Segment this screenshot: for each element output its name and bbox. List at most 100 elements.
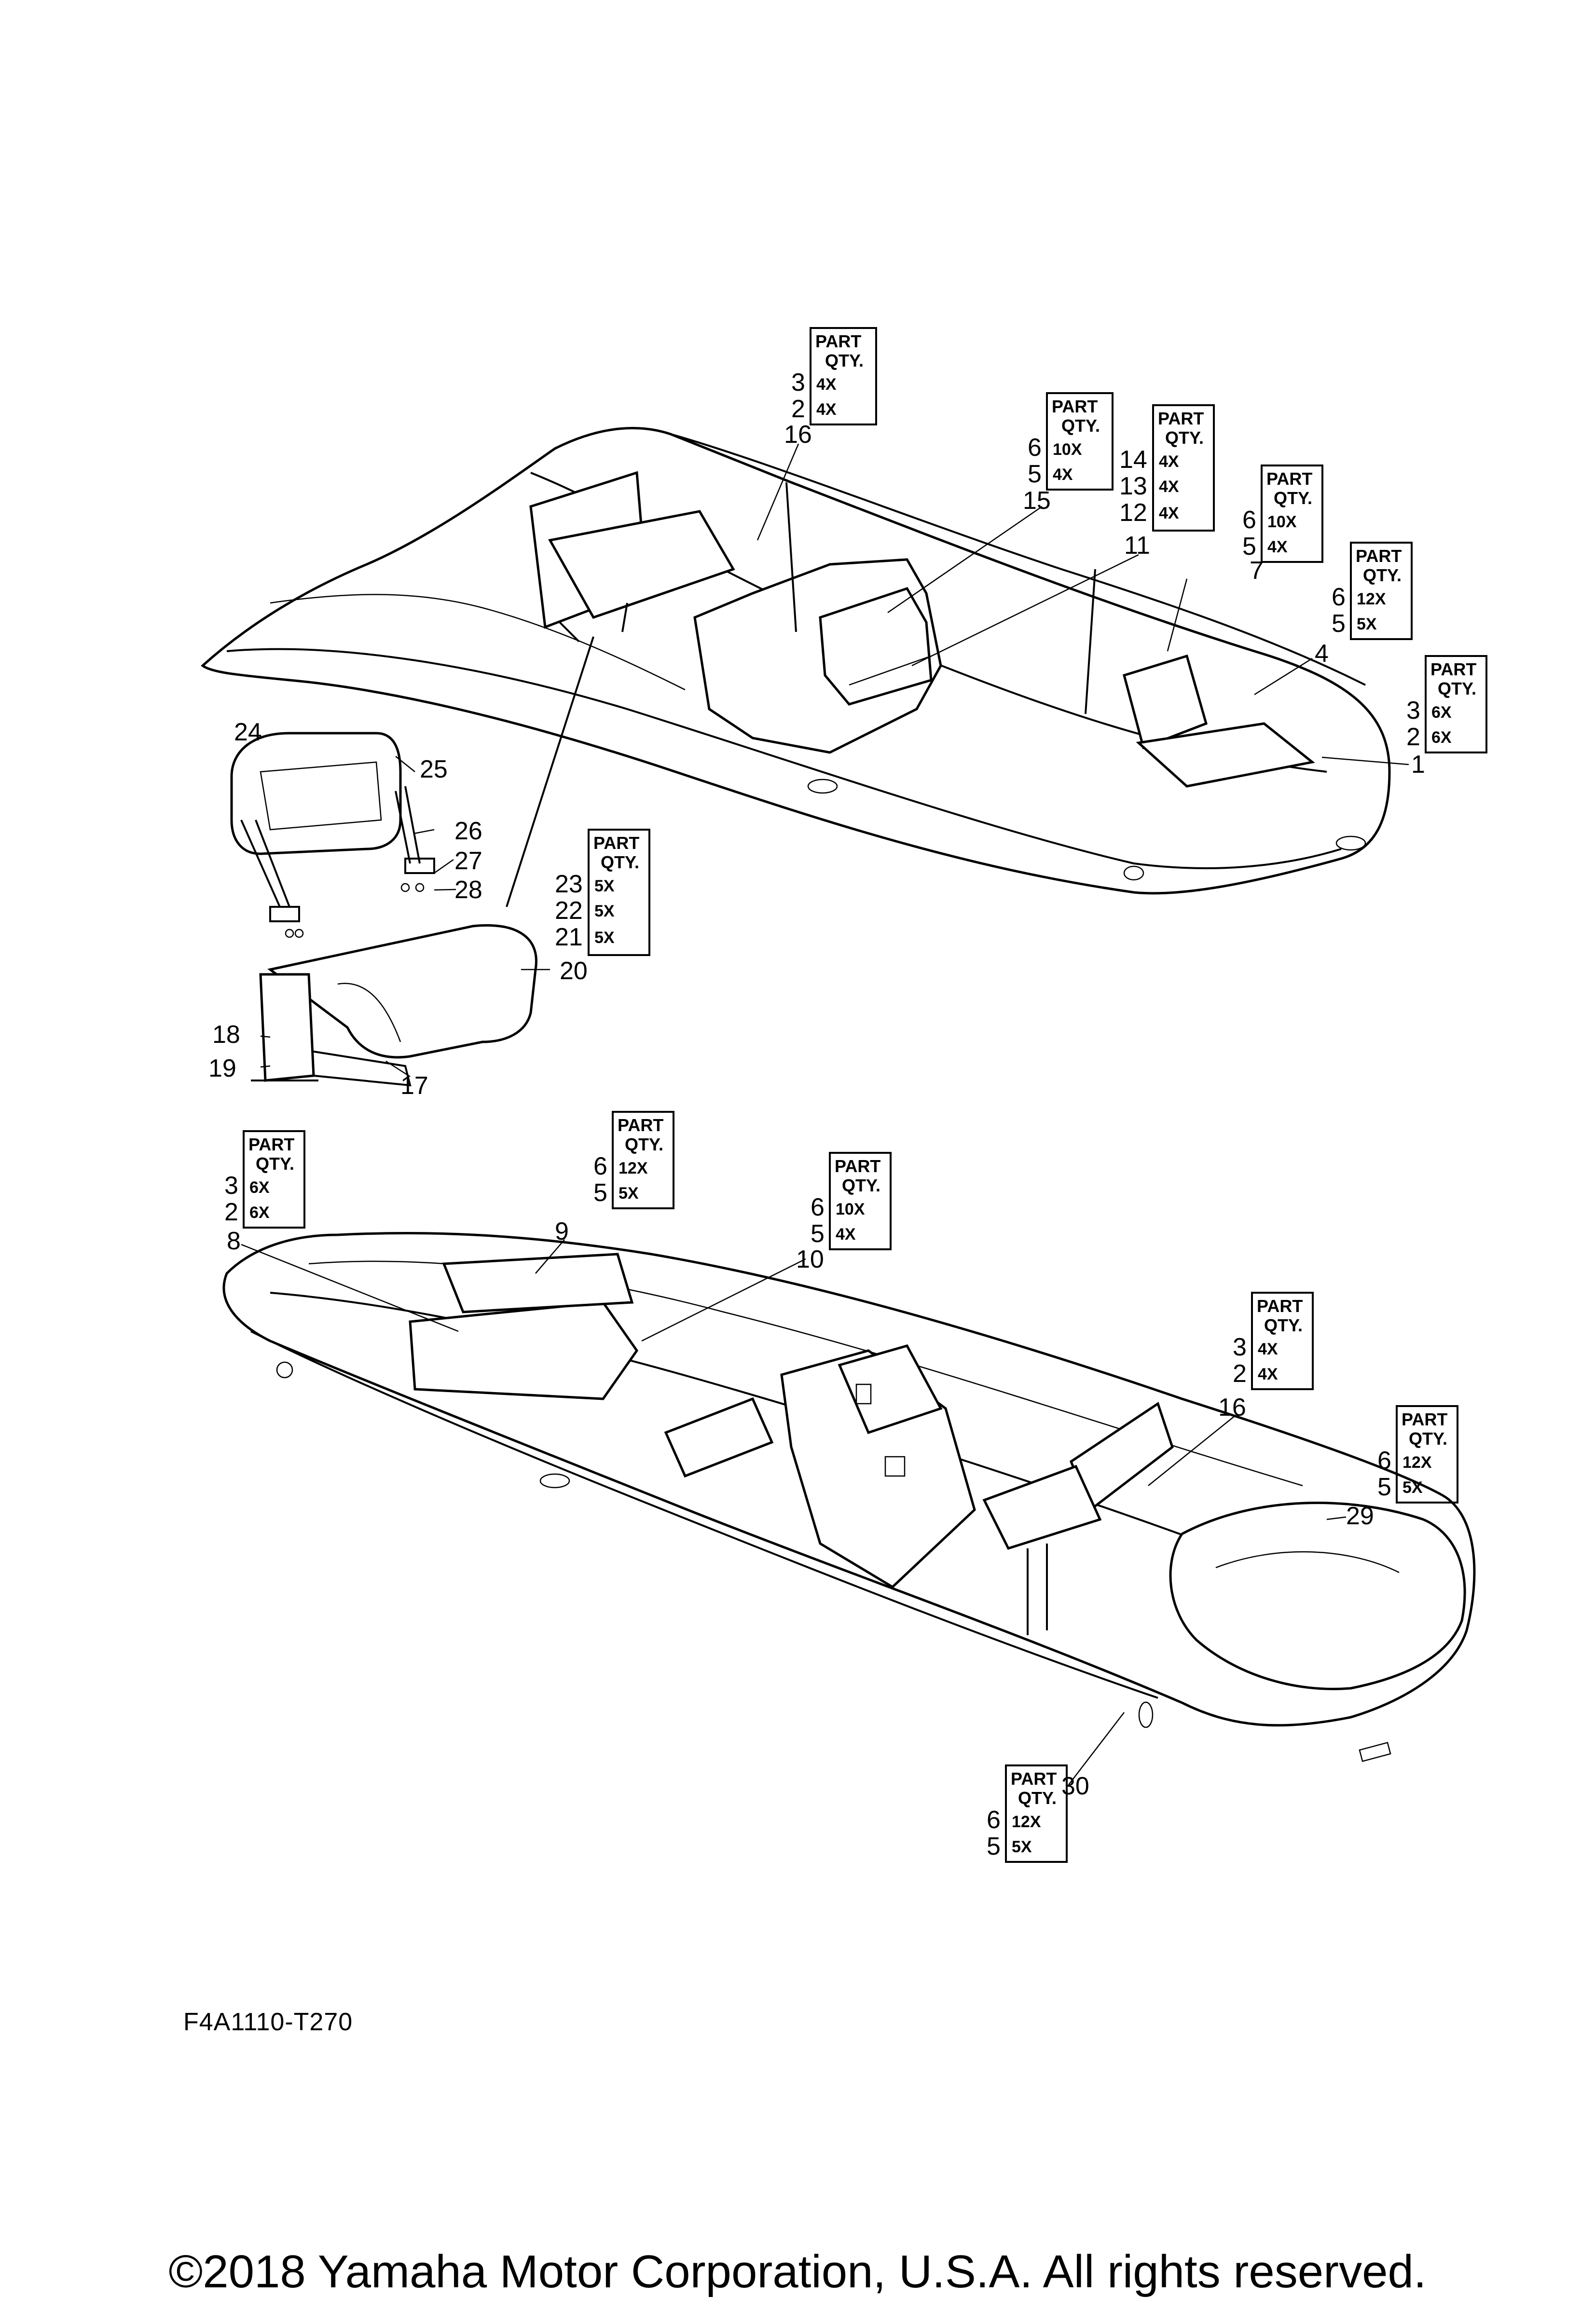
svg-text:5: 5	[593, 1179, 607, 1207]
svg-text:QTY.: QTY.	[256, 1154, 294, 1174]
svg-text:12: 12	[1119, 499, 1147, 527]
svg-text:14: 14	[1119, 446, 1147, 474]
callout-30: 30	[1061, 1772, 1089, 1800]
svg-text:QTY.: QTY.	[825, 351, 864, 370]
svg-text:5: 5	[1332, 610, 1346, 638]
svg-text:10X: 10X	[836, 1200, 865, 1218]
callout-18: 18	[212, 1021, 240, 1049]
svg-text:10X: 10X	[1267, 513, 1297, 531]
svg-text:6: 6	[1028, 434, 1042, 462]
callout-16-top: 16	[784, 421, 812, 449]
svg-text:23: 23	[555, 870, 583, 898]
svg-text:PART: PART	[1052, 396, 1098, 416]
svg-text:PART: PART	[1011, 1769, 1057, 1789]
svg-text:4X: 4X	[1159, 452, 1179, 471]
qty-table: PART QTY. 6 12X 5 5X	[593, 1111, 674, 1209]
svg-text:PART: PART	[593, 833, 639, 853]
svg-text:PART: PART	[1158, 409, 1204, 428]
svg-text:PART: PART	[1430, 659, 1476, 679]
callout-10: 10	[796, 1245, 824, 1273]
svg-text:5X: 5X	[594, 929, 615, 947]
svg-text:5X: 5X	[619, 1184, 639, 1203]
qty-table: PART QTY. 6 10X 5 4X	[1242, 465, 1323, 563]
svg-text:2: 2	[1406, 723, 1420, 751]
diagram-code: F4A1110-T270	[183, 2008, 353, 2036]
callout-4: 4	[1315, 640, 1329, 668]
svg-text:PART: PART	[1356, 546, 1402, 566]
svg-text:6X: 6X	[249, 1178, 270, 1197]
svg-text:QTY.: QTY.	[625, 1135, 663, 1154]
qty-table: PART QTY. 6 12X 5 5X	[1332, 542, 1413, 640]
callout-20: 20	[560, 957, 588, 985]
callout-28: 28	[454, 876, 482, 904]
svg-text:PART: PART	[248, 1135, 294, 1154]
svg-text:QTY.: QTY.	[1438, 679, 1476, 698]
svg-text:4X: 4X	[816, 400, 837, 419]
svg-text:5X: 5X	[594, 902, 615, 920]
copyright-notice: ©2018 Yamaha Motor Corporation, U.S.A. A…	[168, 2246, 1427, 2297]
svg-text:12X: 12X	[1012, 1813, 1041, 1831]
svg-text:PART: PART	[1402, 1409, 1447, 1429]
svg-text:QTY.: QTY.	[601, 852, 639, 872]
svg-text:6X: 6X	[1431, 703, 1452, 722]
callout-17: 17	[400, 1072, 428, 1100]
svg-text:6X: 6X	[1431, 728, 1452, 747]
svg-text:PART: PART	[815, 331, 861, 351]
svg-text:4X: 4X	[816, 375, 837, 394]
svg-text:4X: 4X	[836, 1225, 856, 1244]
svg-text:5X: 5X	[594, 877, 615, 895]
svg-text:QTY.: QTY.	[1274, 488, 1312, 508]
lower-boat-hull	[222, 1231, 1476, 1762]
svg-text:QTY.: QTY.	[1264, 1315, 1303, 1335]
svg-text:5: 5	[811, 1220, 825, 1248]
callout-labels: 16 15 11 7 4 1 24 25 26 27 28 20 18 19 1…	[208, 421, 1425, 1800]
callout-11: 11	[1124, 532, 1150, 560]
svg-text:4X: 4X	[1258, 1340, 1278, 1358]
svg-text:5X: 5X	[1357, 615, 1377, 633]
callout-29: 29	[1346, 1502, 1374, 1530]
svg-text:5X: 5X	[1402, 1478, 1423, 1497]
qty-table: PART QTY. 6 10X 5 4X	[1028, 392, 1114, 491]
svg-text:12X: 12X	[619, 1159, 648, 1177]
callout-27: 27	[454, 847, 482, 875]
qty-table: PART QTY. 3 4X 2 4X	[1233, 1292, 1314, 1390]
svg-text:13: 13	[1119, 472, 1147, 500]
svg-text:6: 6	[1242, 506, 1256, 534]
qty-table: PART QTY. 3 6X 2 6X	[224, 1130, 305, 1229]
svg-text:QTY.: QTY.	[1018, 1788, 1057, 1808]
svg-text:PART: PART	[1257, 1296, 1303, 1316]
svg-text:4X: 4X	[1159, 504, 1179, 522]
qty-table: PART QTY. 6 10X 5 4X	[811, 1152, 892, 1250]
qty-table: PART QTY. 23 5X 22 5X 21 5X	[555, 829, 650, 956]
callout-1: 1	[1411, 751, 1425, 779]
svg-text:2: 2	[791, 395, 805, 423]
callout-24: 24	[234, 718, 262, 746]
svg-text:QTY.: QTY.	[1409, 1429, 1447, 1449]
svg-text:QTY.: QTY.	[1061, 416, 1100, 436]
callout-15: 15	[1023, 487, 1051, 515]
svg-text:3: 3	[791, 369, 805, 396]
upper-boat-hull	[201, 427, 1391, 895]
svg-text:4X: 4X	[1267, 538, 1288, 556]
callout-16-bottom: 16	[1218, 1394, 1246, 1422]
svg-text:PART: PART	[1266, 469, 1312, 489]
leader-lines	[241, 443, 1409, 1785]
svg-text:5: 5	[1377, 1473, 1391, 1501]
svg-text:2: 2	[224, 1198, 238, 1226]
qty-table: PART QTY. 3 4X 2 4X	[791, 327, 877, 425]
svg-text:2: 2	[1233, 1360, 1247, 1388]
svg-text:6: 6	[593, 1152, 607, 1180]
exploded-seat-assembly	[230, 636, 594, 1087]
svg-text:10X: 10X	[1053, 440, 1082, 459]
callout-25: 25	[420, 755, 448, 783]
svg-text:6: 6	[1332, 583, 1346, 611]
svg-text:6X: 6X	[249, 1203, 270, 1222]
svg-text:QTY.: QTY.	[1363, 565, 1402, 585]
callout-19: 19	[208, 1054, 236, 1082]
svg-text:3: 3	[1406, 697, 1420, 725]
qty-table: PART QTY. 6 12X 5 5X	[987, 1764, 1068, 1863]
svg-text:21: 21	[555, 923, 583, 951]
qty-table: PART QTY. 14 4X 13 4X 12 4X	[1119, 404, 1215, 532]
